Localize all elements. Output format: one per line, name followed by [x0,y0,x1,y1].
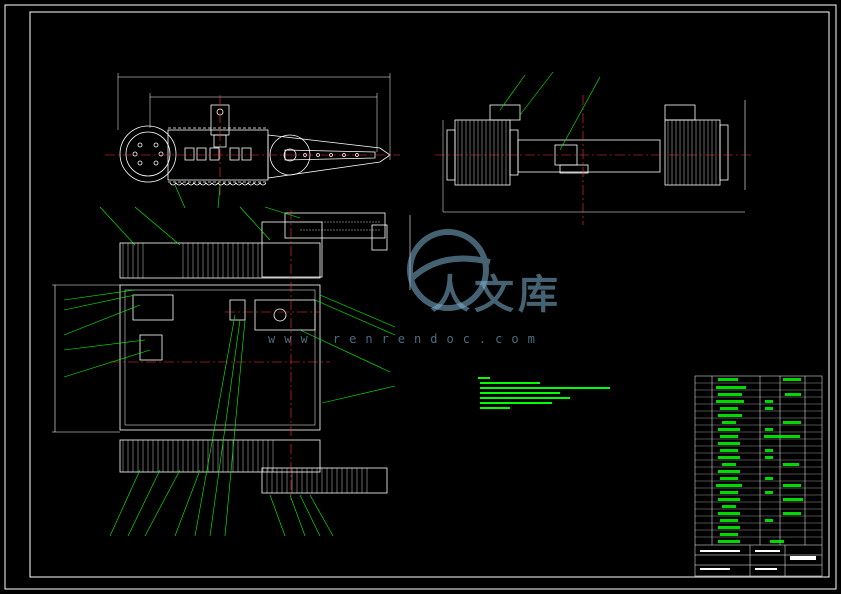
title-block [694,375,823,577]
watermark-logo [407,229,491,311]
title-block-rows [695,382,822,538]
watermark-brand-text: 人文库 [430,272,562,318]
main-view [52,212,411,494]
title-block-bottom [700,550,816,570]
watermark-url-text: www.renrendoc.com [268,332,544,346]
inner-border [29,11,830,578]
leader-lines [63,71,601,537]
outer-border [4,4,837,590]
top-left-view [117,73,391,186]
top-right-view [442,100,746,213]
title-block-fills [716,378,803,543]
technical-notes [478,377,610,409]
